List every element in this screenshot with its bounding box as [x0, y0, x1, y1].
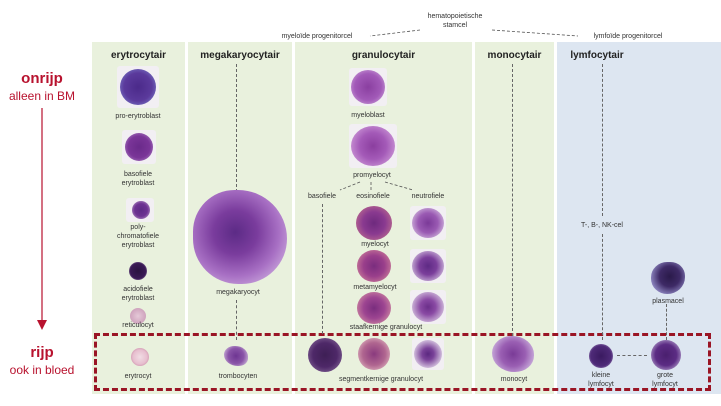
column-header-mono: monocytair	[487, 50, 542, 61]
maturation-arrow	[37, 108, 47, 330]
eosinophil-band-cell	[357, 292, 391, 324]
large-lymphocyte-label-line1: grote	[657, 372, 673, 379]
neutrophil-myelocyte-image	[410, 206, 446, 240]
tbnk-label: T-, B-, NK-cel	[580, 222, 623, 229]
polychromatophilic-erythroblast-cell	[132, 201, 150, 219]
basophilic-erythroblast-label: basofiele erytroblast	[98, 170, 178, 188]
erythrocyte-cell	[131, 348, 149, 366]
stem-cell-label: hematopoietische stamcel	[410, 12, 500, 30]
eosinophil-label: eosinofiele	[356, 193, 390, 200]
lympho-lineage-dash-top	[602, 64, 603, 216]
pro-erythroblast-image	[117, 66, 159, 108]
neutrophil-myelocyte-cell	[412, 208, 444, 238]
monocyte-label: monocyt	[500, 376, 528, 383]
promyelocyte-image	[349, 124, 397, 168]
large-lymphocyte-label-line2: lymfocyt	[652, 381, 678, 388]
polychromatophilic-erythroblast-label: poly- chromatofiele erytroblast	[98, 223, 178, 250]
large-lymphocyte-label: grote lymfocyt	[630, 371, 700, 389]
neutrophil-band-cell	[412, 292, 444, 322]
stem-to-myeloid-line	[369, 29, 421, 37]
small-lymphocyte-label-line1: kleine	[591, 372, 611, 379]
reticulocyte-label: reticulocyt	[122, 322, 154, 329]
neutrophil-segmented-cell	[414, 340, 442, 368]
mega-lineage-dash-top	[236, 64, 237, 192]
acido-label-line1: acidofiele	[123, 286, 153, 293]
lymphocyte-connector-dash	[617, 355, 647, 356]
myeloblast-image	[349, 68, 387, 106]
erythrocyte-label: erytrocyt	[124, 373, 152, 380]
thrombocytes-cluster	[224, 346, 248, 366]
megakaryocyte-label: megakaryocyt	[216, 289, 260, 296]
neutrophil-metamyelocyte-cell	[412, 251, 444, 281]
pro-erythroblast-cell	[120, 69, 156, 105]
acidophilic-erythroblast-cell	[129, 262, 147, 280]
mega-lineage-dash-bottom	[236, 300, 237, 340]
lymphoid-progenitor-label: lymfoïde progenitorcel	[593, 33, 663, 40]
reticulocyte-cell	[130, 308, 146, 324]
stem-to-lymphoid-line	[491, 29, 579, 37]
acido-label-line2: erytroblast	[121, 295, 155, 302]
megakaryocyte-cell	[193, 190, 287, 284]
small-lymphocyte-cell	[589, 344, 613, 368]
column-header-mega: megakaryocytair	[200, 50, 280, 61]
plasma-label: plasmacel	[652, 298, 684, 305]
stem-cell-label-line2: stamcel	[442, 22, 468, 29]
myelocyte-label: myelocyt	[361, 241, 389, 248]
promyelocyte-label: promyelocyt	[353, 172, 391, 179]
thrombocytes-label: trombocyten	[218, 373, 258, 380]
mature-title: rijp	[30, 344, 54, 361]
basophilic-erythroblast-image	[122, 130, 156, 164]
column-header-granulo: granulocytair	[351, 50, 416, 61]
basophil-label: basofiele	[307, 193, 337, 200]
eosinophil-segmented-cell	[358, 338, 390, 370]
myeloblast-label: myeloblast	[351, 112, 385, 119]
basophilic-erythroblast-cell	[125, 133, 153, 161]
basophil-segmented-cell	[308, 338, 342, 372]
immature-subtitle: alleen in BM	[8, 89, 76, 103]
immature-title: onrijp	[21, 70, 63, 87]
neutrophil-band-image	[410, 290, 446, 324]
poly-label-line2: chromatofiele	[116, 233, 160, 240]
poly-label-line3: erytroblast	[121, 242, 155, 249]
mature-cells-box	[94, 333, 711, 391]
mature-subtitle: ook in bloed	[9, 363, 75, 377]
promyelocyte-cell	[351, 126, 395, 166]
stem-cell-label-line1: hematopoietische	[427, 13, 483, 20]
eosinophil-metamyelocyte-cell	[357, 250, 391, 282]
monocyte-cell	[492, 336, 534, 372]
neutrophil-label: neutrofiele	[411, 193, 445, 200]
lineage-connector-lines	[369, 29, 579, 37]
myeloblast-cell	[351, 70, 385, 104]
metamyelocyte-label: metamyelocyt	[353, 284, 397, 291]
basophilic-erythroblast-label-line1: basofiele	[123, 171, 153, 178]
segmented-label: segmentkernige granulocyt	[338, 376, 424, 383]
band-label: staafkernige granulocyt	[349, 324, 423, 331]
plasma-cell	[651, 262, 685, 294]
eosinophil-myelocyte-cell	[356, 206, 392, 240]
lympho-lineage-dash-bottom	[602, 234, 603, 340]
small-lymphocyte-label-line2: lymfocyt	[588, 381, 614, 388]
polychromatophilic-erythroblast-image	[126, 198, 154, 222]
small-lymphocyte-label: kleine lymfocyt	[566, 371, 636, 389]
column-header-lympho: lymfocytair	[570, 50, 624, 61]
neutrophil-metamyelocyte-image	[410, 249, 446, 283]
large-lymphocyte-cell	[651, 340, 681, 370]
basophilic-erythroblast-label-line2: erytroblast	[121, 180, 155, 187]
mono-lineage-dash	[512, 64, 513, 336]
column-header-erythro: erytrocytair	[110, 50, 167, 61]
acidophilic-erythroblast-label: acidofiele erytroblast	[98, 285, 178, 303]
poly-label-line1: poly-	[130, 224, 146, 231]
plasma-lineage-dash	[666, 304, 667, 340]
neutrophil-segmented-image	[412, 338, 444, 370]
basophil-lineage-dash	[322, 204, 323, 334]
myeloid-progenitor-label: myeloïde progenitorcel	[281, 33, 353, 40]
pro-erythroblast-label: pro-erytroblast	[115, 113, 161, 120]
granulocyte-branch-lines	[339, 181, 414, 191]
